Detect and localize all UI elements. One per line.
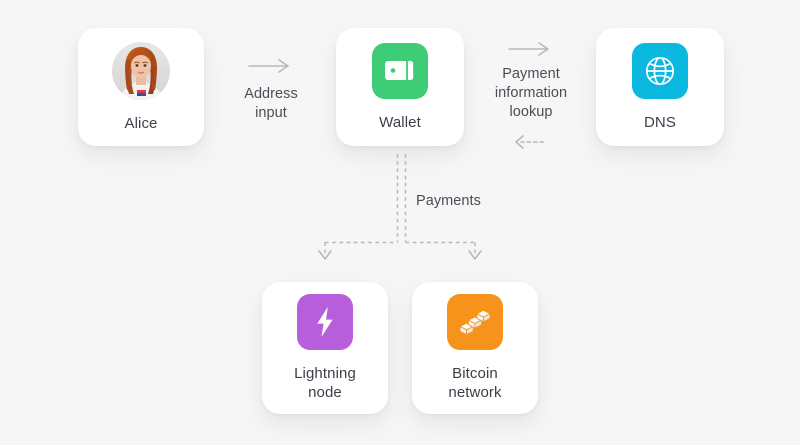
node-card-alice[interactable]: Alice (78, 28, 204, 146)
arrow-left-dashed-payment-lookup (512, 134, 554, 150)
node-card-lightning[interactable]: Lightning node (262, 282, 388, 414)
connector-label-address-input-line1: Address (244, 86, 298, 102)
connector-label-payments: Payments (416, 193, 481, 209)
node-card-bitcoin[interactable]: Bitcoin network (412, 282, 538, 414)
arrow-right-payment-lookup (508, 41, 554, 57)
node-label-dns: DNS (644, 113, 676, 131)
connector-label-payment-lookup-line3: lookup (509, 104, 553, 120)
avatar (112, 41, 170, 100)
connector-label-address-input-line2: input (255, 105, 287, 121)
node-label-lightning-line2: node (308, 384, 342, 401)
lightning-bolt-icon (297, 294, 353, 350)
node-card-wallet[interactable]: Wallet (336, 28, 464, 146)
connector-label-payment-lookup-line1: Payment (502, 66, 560, 82)
arrow-right-address-input (248, 58, 294, 74)
node-label-bitcoin-line2: network (448, 384, 502, 401)
globe-icon (632, 42, 688, 99)
node-card-dns[interactable]: DNS (596, 28, 724, 146)
node-label-bitcoin-line1: Bitcoin (452, 365, 498, 382)
wallet-icon (372, 42, 428, 99)
connector-label-payment-lookup-line2: information (494, 85, 568, 101)
node-label-lightning-line1: Lightning (294, 365, 356, 382)
blockchain-cubes-icon (447, 294, 503, 350)
node-label-alice: Alice (124, 114, 158, 132)
dashed-tree-payments (310, 152, 495, 268)
node-label-wallet: Wallet (379, 113, 421, 131)
